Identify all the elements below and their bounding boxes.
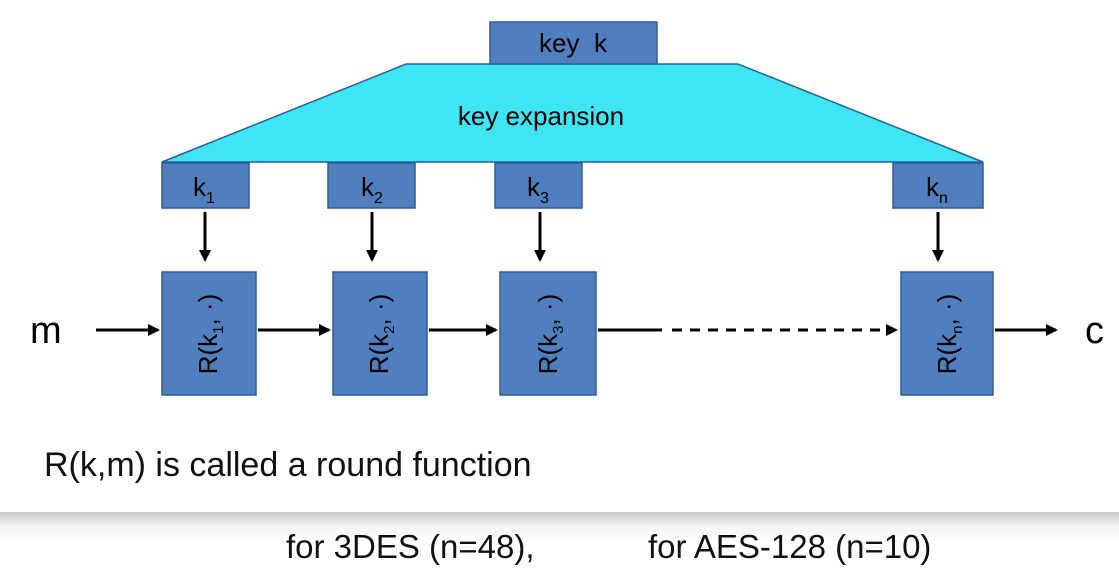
- round-box-1: R(k1, ·): [161, 271, 257, 396]
- svg-text:R(k1, ·): R(k1, ·): [193, 294, 227, 375]
- round-key-base: k: [193, 172, 207, 202]
- svg-text:kn: kn: [926, 172, 948, 207]
- round-key-2: k2: [327, 162, 416, 209]
- round-box-suffix: , ·): [932, 294, 962, 326]
- omitted-rounds-arrowhead: [886, 324, 898, 336]
- round-key-subscript: 2: [374, 190, 383, 207]
- round-box-3: R(k3, ·): [499, 271, 597, 396]
- round-box-prefix: R(k: [932, 333, 962, 374]
- round-box-suffix: , ·): [193, 294, 223, 326]
- round-key-base: k: [527, 172, 541, 202]
- output-label: c: [1085, 310, 1104, 352]
- input-label: m: [30, 310, 62, 352]
- round-box-subscript: 1: [210, 325, 227, 333]
- master-key-box: [489, 21, 658, 65]
- svg-text:k1: k1: [193, 172, 215, 207]
- round-box-prefix: R(k: [533, 333, 563, 374]
- bottom-bar: [0, 512, 1119, 563]
- 3des-note: for 3DES (n=48),: [286, 528, 535, 565]
- bottom-notes: for 3DES (n=48), for AES-128 (n=10): [0, 528, 1119, 568]
- round-key-3: k3: [494, 162, 583, 209]
- round-key-subscript: 1: [206, 190, 215, 207]
- svg-text:R(k2, ·): R(k2, ·): [364, 294, 398, 375]
- aes-note: for AES-128 (n=10): [648, 528, 932, 565]
- round-box-n: R(kn, ·): [900, 271, 994, 396]
- round-key-subscript: n: [939, 190, 948, 207]
- round-key-subscript: 3: [540, 190, 549, 207]
- round-box-subscript: n: [949, 325, 966, 333]
- round-box-suffix: , ·): [533, 294, 563, 326]
- key-expansion-label: key expansion: [458, 101, 624, 131]
- svg-text:R(k3, ·): R(k3, ·): [533, 294, 567, 375]
- round-box-prefix: R(k: [193, 333, 223, 374]
- round-key-n: kn: [892, 162, 984, 209]
- round-box-prefix: R(k: [364, 333, 394, 374]
- master-key-label: key k: [539, 28, 608, 58]
- round-key-base: k: [361, 172, 375, 202]
- round-box-2: R(k2, ·): [332, 271, 428, 396]
- round-box-subscript: 3: [550, 325, 567, 333]
- round-function-caption: R(k,m) is called a round function: [44, 446, 532, 484]
- round-key-1: k1: [161, 162, 250, 209]
- round-box-subscript: 2: [381, 325, 398, 333]
- round-box-suffix: , ·): [364, 294, 394, 326]
- svg-text:R(kn, ·): R(kn, ·): [932, 294, 966, 375]
- round-key-base: k: [926, 172, 940, 202]
- svg-text:k3: k3: [527, 172, 549, 207]
- svg-text:k2: k2: [361, 172, 383, 207]
